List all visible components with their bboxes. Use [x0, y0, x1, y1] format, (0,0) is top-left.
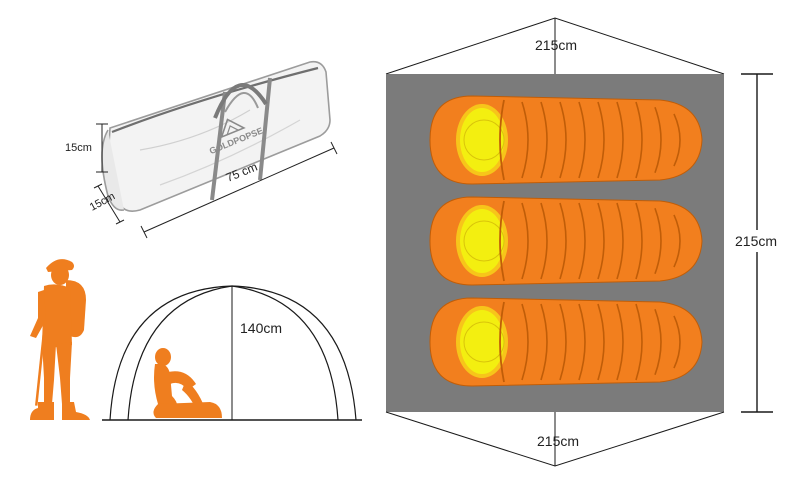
- standing-person-icon: [30, 259, 90, 420]
- sleeping-bag-icon: [429, 196, 703, 286]
- tent-height-label: 140cm: [240, 320, 282, 336]
- floor-side-dimension: 215cm: [735, 73, 780, 413]
- floor-bottom-width-label: 215cm: [537, 433, 579, 449]
- bag-height-dimension: 15cm: [65, 123, 108, 173]
- sleeping-bag-icon: [429, 297, 703, 387]
- sleeping-bags: [429, 95, 703, 387]
- sleeping-bag-icon: [429, 95, 703, 185]
- floor-plan: 215cm 215cm 215cm: [385, 17, 780, 467]
- bag-height-label: 15cm: [65, 142, 92, 154]
- tent-profile: [102, 285, 362, 421]
- floor-side-length-label: 215cm: [735, 233, 777, 249]
- floor-top-width-label: 215cm: [535, 37, 577, 53]
- sitting-person-icon: [153, 348, 222, 418]
- carry-bag: GOLDPOPSE 15cm 15cm 75 cm: [65, 60, 338, 239]
